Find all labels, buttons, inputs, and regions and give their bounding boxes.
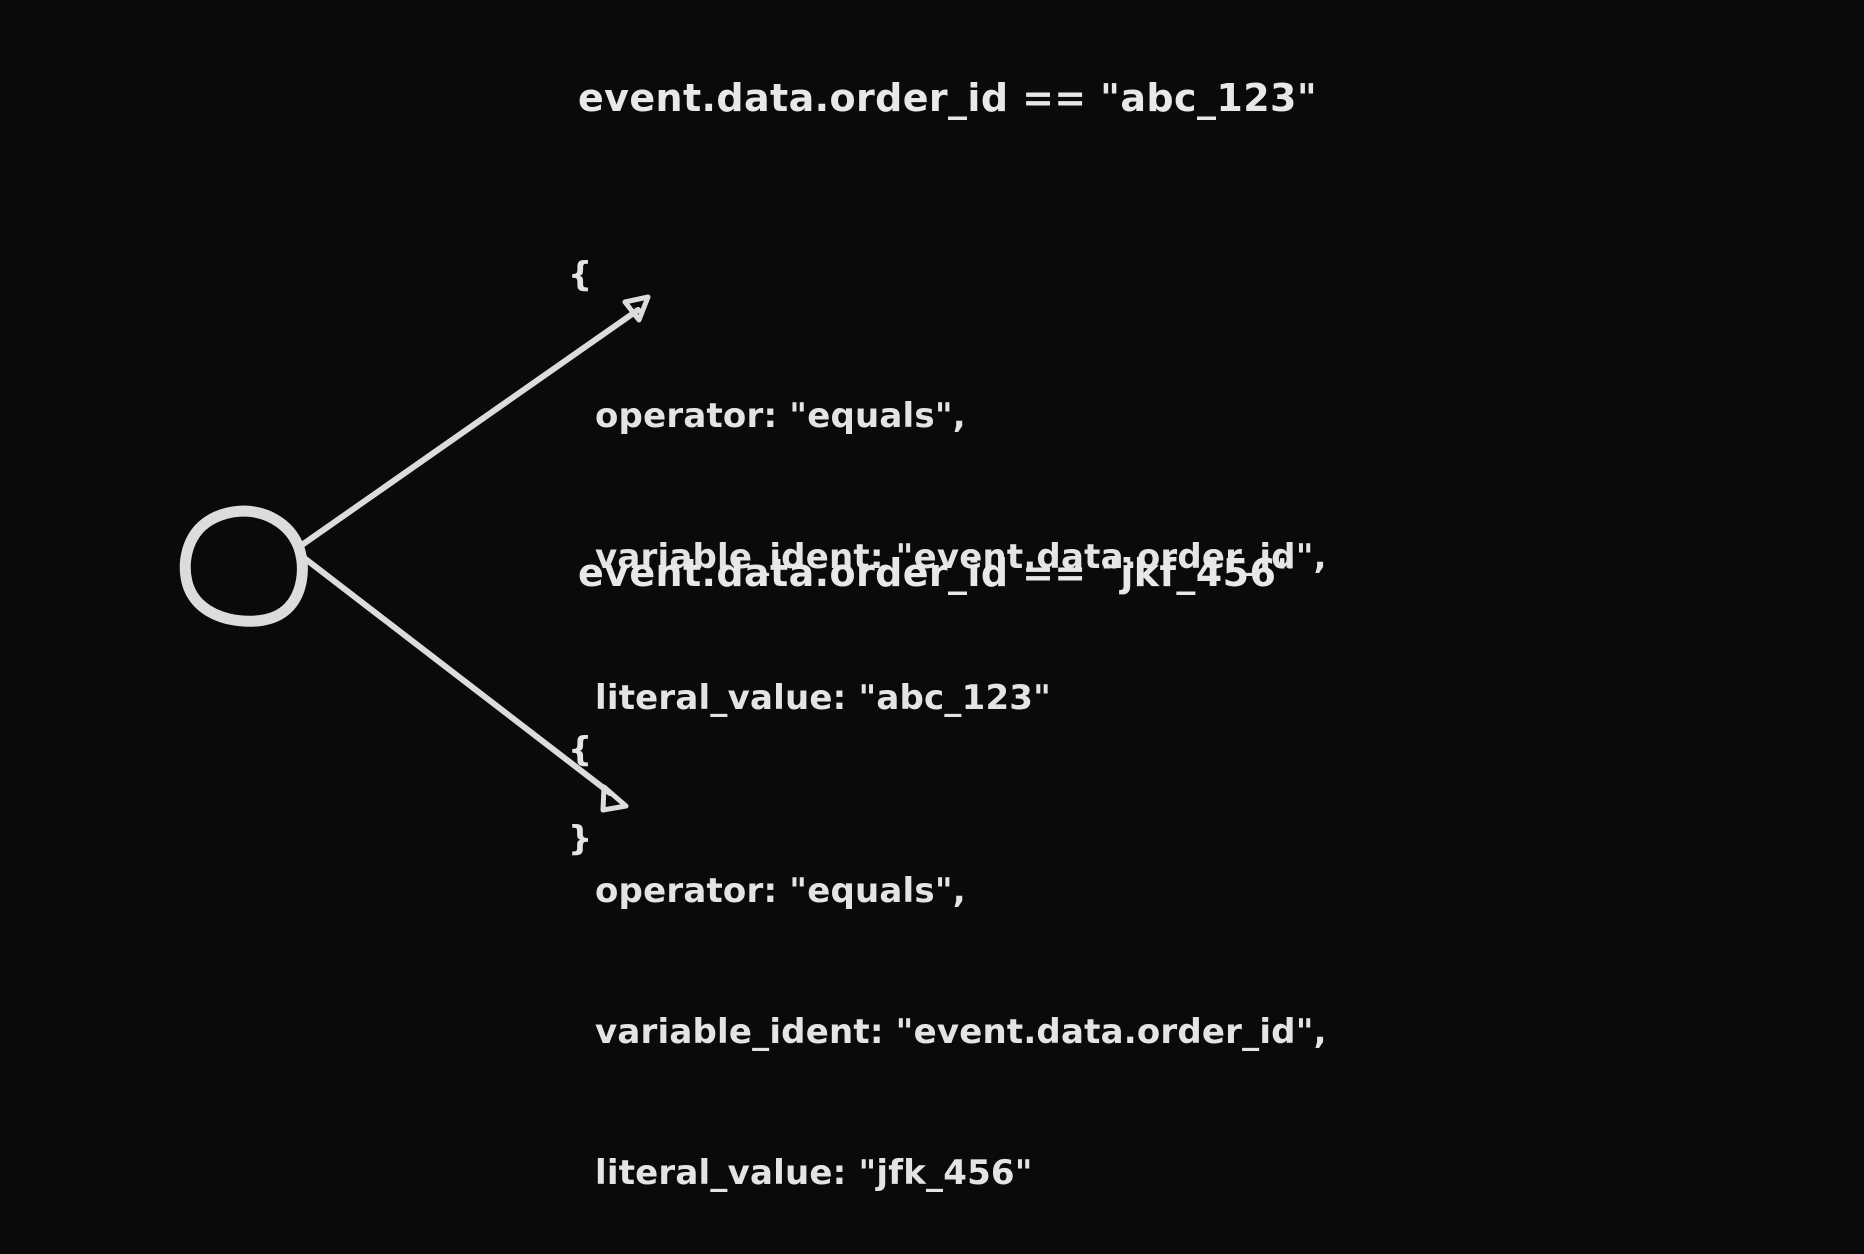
edge-line-2 [296, 551, 613, 796]
code-line-open: { [568, 730, 593, 770]
code-line-literal-value: literal_value: "jfk_456" [595, 1153, 1033, 1193]
expression-block-1-code: { operator: "equals", variable_ident: "e… [568, 158, 1327, 957]
code-line-open: { [568, 255, 593, 295]
expression-block-1-title: event.data.order_id == "abc_123" [578, 76, 1318, 120]
code-line-operator: operator: "equals", [595, 396, 966, 436]
code-line-operator: operator: "equals", [595, 871, 966, 911]
code-line-literal-value: literal_value: "abc_123" [595, 678, 1052, 718]
code-line-variable-ident: variable_ident: "event.data.order_id", [595, 537, 1327, 577]
root-node-outline [179, 505, 308, 627]
code-line-close: } [568, 819, 593, 859]
expression-block-2-code: { operator: "equals", variable_ident: "e… [568, 633, 1327, 1254]
root-node[interactable] [179, 505, 308, 627]
code-line-variable-ident: variable_ident: "event.data.order_id", [595, 1012, 1327, 1052]
expression-block-2-title: event.data.order_id == "jkf_456" [578, 551, 1297, 595]
